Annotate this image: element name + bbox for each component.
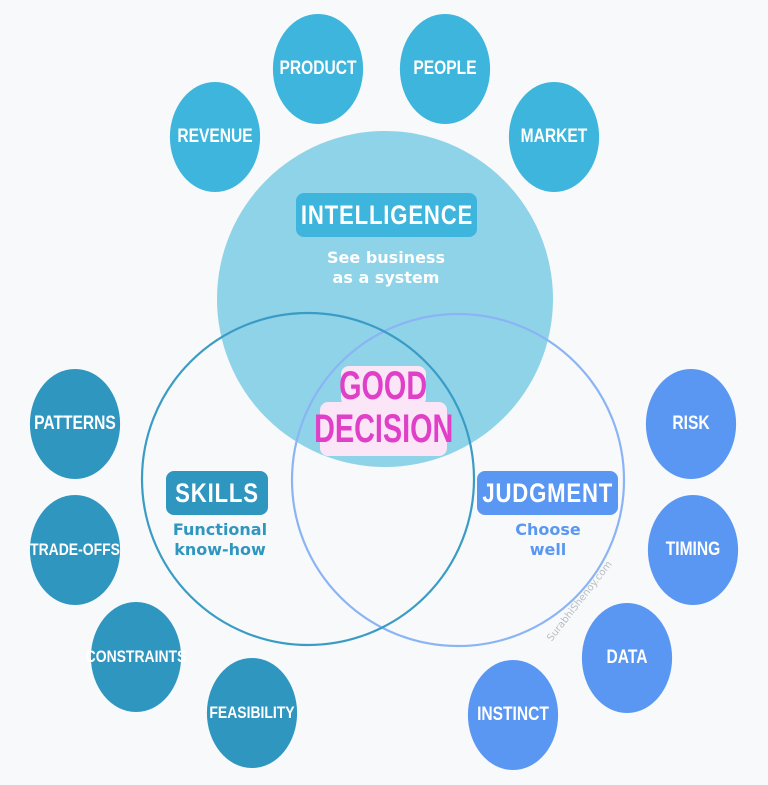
good-decision-line1: GOOD: [339, 363, 428, 408]
node-revenue: REVENUE: [169, 82, 261, 192]
judgment-description-line2: well: [529, 540, 567, 559]
node-instinct: INSTINCT: [467, 660, 559, 770]
judgment-outline-circle: [290, 312, 626, 648]
good-decision-line2: DECISION: [314, 402, 453, 456]
skills-description: Functional know-how: [160, 520, 280, 560]
node-constraints: CONSTRAINTS: [86, 602, 186, 712]
node-risk: RISK: [645, 369, 737, 479]
node-timing: TIMING: [647, 495, 739, 605]
intelligence-description: See business as a system: [286, 248, 486, 288]
node-trade-offs: TRADE-OFFS: [29, 495, 121, 605]
node-market: MARKET: [508, 82, 600, 192]
node-feasibility: FEASIBILITY: [206, 658, 298, 768]
skills-outline-circle: [140, 311, 476, 647]
intelligence-label: INTELLIGENCE: [296, 193, 477, 237]
node-patterns: PATTERNS: [29, 369, 121, 479]
judgment-label: JUDGMENT: [477, 471, 618, 515]
intelligence-description-line1: See business: [327, 248, 445, 267]
intelligence-description-line2: as a system: [332, 268, 440, 287]
node-data: DATA: [581, 603, 673, 713]
node-people: PEOPLE: [399, 14, 491, 124]
node-product: PRODUCT: [272, 14, 364, 124]
judgment-description-line1: Choose: [515, 520, 581, 539]
judgment-description: Choose well: [488, 520, 608, 560]
skills-label: SKILLS: [166, 471, 268, 515]
skills-description-line1: Functional: [172, 520, 268, 539]
skills-description-line2: know-how: [174, 540, 266, 559]
